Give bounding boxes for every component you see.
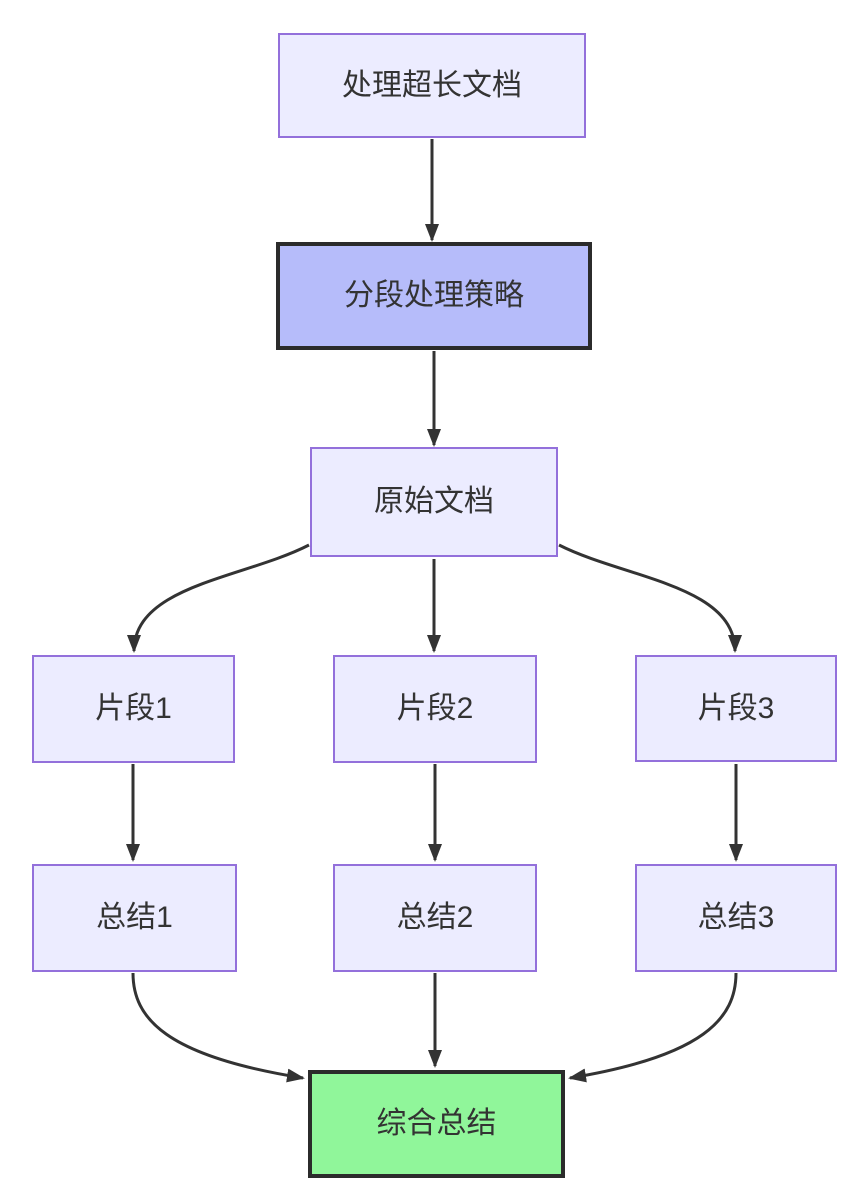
node-label: 处理超长文档 — [342, 68, 522, 102]
node-summary-3: 总结3 — [635, 864, 837, 972]
edge-c-to-d3 — [558, 543, 742, 653]
node-label: 原始文档 — [374, 485, 494, 518]
node-label: 分段处理策略 — [344, 279, 524, 312]
node-original-document: 原始文档 — [310, 447, 558, 557]
edge-s1-to-f — [131, 972, 305, 1083]
edge-c-to-d1 — [127, 543, 310, 653]
node-label: 片段3 — [697, 691, 775, 725]
node-segmentation-strategy: 分段处理策略 — [276, 242, 592, 350]
node-segment-1: 片段1 — [32, 655, 235, 763]
node-label: 总结3 — [697, 901, 775, 934]
node-summary-2: 总结2 — [333, 864, 537, 972]
node-label: 片段1 — [95, 692, 172, 725]
node-label: 总结2 — [396, 901, 474, 934]
node-final-summary: 综合总结 — [308, 1070, 565, 1178]
node-process-long-document: 处理超长文档 — [278, 33, 586, 138]
node-segment-3: 片段3 — [635, 655, 837, 762]
node-label: 综合总结 — [376, 1107, 497, 1140]
edge-s3-to-f — [568, 972, 738, 1083]
node-summary-1: 总结1 — [32, 864, 237, 972]
node-label: 总结1 — [96, 901, 173, 934]
node-label: 片段2 — [396, 692, 474, 725]
node-segment-2: 片段2 — [333, 655, 537, 763]
